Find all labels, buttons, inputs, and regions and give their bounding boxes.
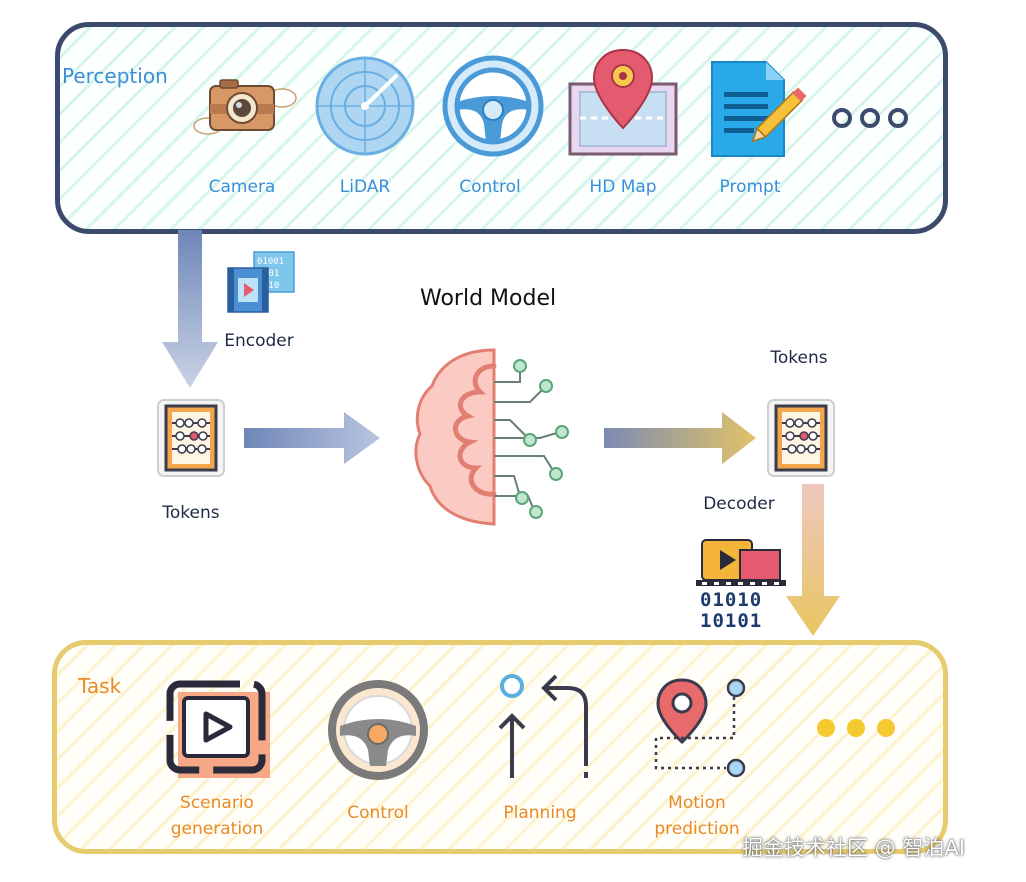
encoder-icon: 01001 101 010	[227, 251, 295, 313]
binary-line: 10101	[700, 610, 763, 632]
abacus-icon	[767, 399, 835, 477]
svg-text:101: 101	[263, 269, 279, 279]
input-tokens-label: Tokens	[162, 503, 220, 523]
output-tokens-label: Tokens	[770, 348, 828, 368]
perception-label-prompt: Prompt	[719, 177, 781, 197]
task-label-line: Scenario	[180, 793, 254, 813]
route-arrows-icon	[498, 674, 588, 778]
task-title: Task	[78, 674, 122, 698]
binary-line: 01010	[700, 589, 763, 611]
document-pen-icon	[711, 61, 807, 157]
binary-code: 01010 10101	[700, 590, 784, 632]
world-model-title: World Model	[420, 286, 557, 311]
radar-icon	[315, 56, 415, 156]
perception-label-camera: Camera	[208, 177, 276, 197]
map-pin-icon	[568, 48, 678, 156]
encode-down-arrow	[162, 230, 218, 388]
video-play-icon	[166, 680, 270, 778]
location-path-icon	[654, 678, 746, 778]
perception-label-control: Control	[459, 177, 521, 197]
task-label-line: prediction	[654, 819, 740, 839]
steering-wheel-icon	[328, 680, 428, 780]
perception-title: Perception	[62, 64, 168, 88]
decode-down-arrow	[786, 484, 840, 636]
decoder-label: Decoder	[703, 494, 775, 514]
perception-label-lidar: LiDAR	[339, 177, 391, 197]
ellipsis-icon	[817, 719, 895, 737]
encoder-label: Encoder	[224, 331, 294, 351]
task-label-scenario-generation: Scenario generation	[162, 790, 272, 842]
steering-wheel-icon	[442, 55, 544, 157]
to-model-arrow	[244, 412, 380, 464]
watermark: 掘金技术社区 @ 智泊AI	[742, 836, 965, 860]
decoder-video-icon	[696, 539, 786, 586]
task-label-line: Motion	[668, 793, 726, 813]
ellipsis-icon	[832, 108, 908, 128]
camera-icon	[193, 79, 297, 135]
svg-text:01001: 01001	[257, 257, 284, 267]
task-label-planning: Planning	[503, 803, 577, 823]
task-label-motion-prediction: Motion prediction	[644, 790, 750, 842]
svg-text:010: 010	[263, 281, 279, 291]
perception-label-hd-map: HD Map	[589, 177, 657, 197]
brain-circuit-icon	[414, 348, 569, 526]
to-decoder-arrow	[604, 412, 756, 464]
task-label-control: Control	[347, 803, 409, 823]
abacus-icon	[157, 399, 225, 477]
task-label-line: generation	[170, 819, 264, 839]
